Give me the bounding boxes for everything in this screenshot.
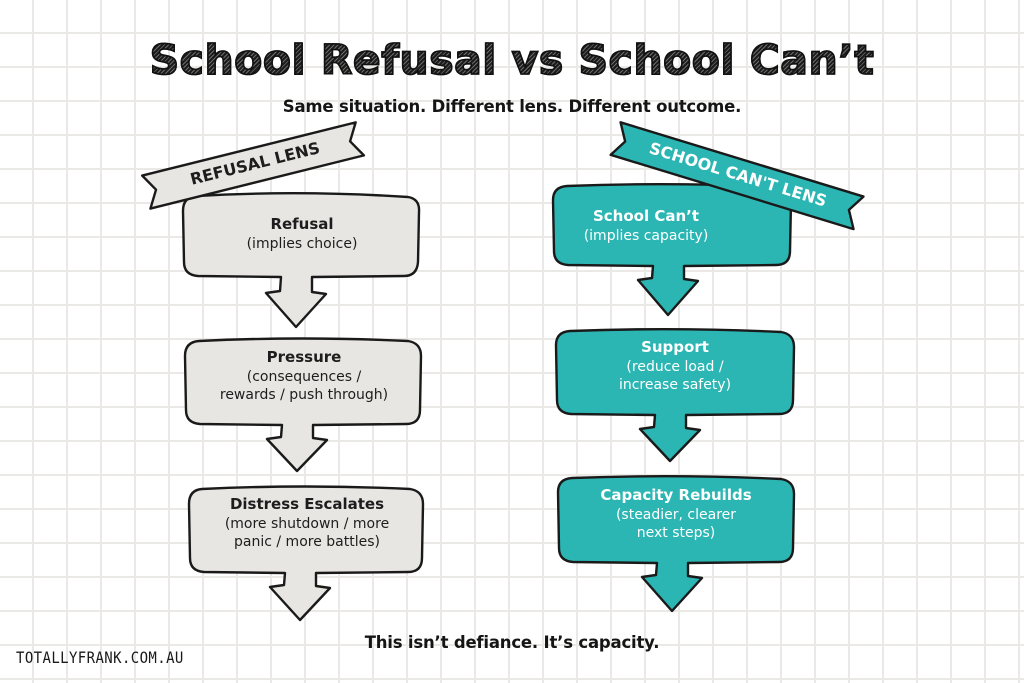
step-heading: Capacity Rebuilds: [600, 486, 752, 504]
step-distress-escalates: Distress Escalates (more shutdown / more…: [189, 495, 425, 551]
step-heading: Distress Escalates: [229, 495, 385, 513]
page-title: School Refusal vs School Can’t: [0, 35, 1024, 85]
step-pressure: Pressure (consequences / rewards / push …: [186, 348, 422, 404]
step-box-refusal: [181, 192, 421, 329]
step-detail: (more shutdown / more: [224, 515, 390, 532]
step-box-pressure: [183, 337, 423, 473]
step-heading: Refusal: [270, 215, 334, 233]
school-cant-lens-column: [551, 183, 796, 613]
step-capacity-rebuilds: Capacity Rebuilds (steadier, clearer nex…: [558, 486, 794, 542]
step-detail: (implies choice): [246, 235, 358, 252]
refusal-lens-banner: [141, 121, 366, 210]
school-cant-lens-banner: [609, 121, 865, 231]
brand-url: TOTALLYFRANK.COM.AU: [16, 649, 184, 668]
footer-tagline: This isn’t defiance. It’s capacity.: [364, 633, 660, 652]
step-detail: (implies capacity): [583, 227, 709, 244]
refusal-lens-column: [181, 192, 425, 622]
step-detail: increase safety): [618, 376, 732, 393]
step-detail: (steadier, clearer: [615, 506, 737, 523]
step-box-distress-escalates: [187, 485, 425, 622]
step-box-support: [554, 328, 796, 463]
step-detail: (consequences /: [246, 368, 362, 385]
step-detail: next steps): [636, 524, 716, 541]
step-school-cant: School Can’t (implies capacity): [553, 207, 739, 245]
step-refusal: Refusal (implies choice): [184, 215, 420, 253]
step-support: Support (reduce load / increase safety): [556, 338, 794, 394]
step-heading: School Can’t: [592, 207, 700, 225]
step-heading: Support: [641, 338, 709, 356]
step-heading: Pressure: [266, 348, 342, 366]
page-subtitle: Same situation. Different lens. Differen…: [282, 97, 742, 116]
step-detail: panic / more battles): [234, 533, 380, 550]
step-box-school-cant: [551, 183, 793, 317]
step-box-capacity-rebuilds: [556, 475, 796, 613]
step-detail: (reduce load /: [626, 358, 724, 375]
step-detail: rewards / push through): [219, 386, 389, 403]
